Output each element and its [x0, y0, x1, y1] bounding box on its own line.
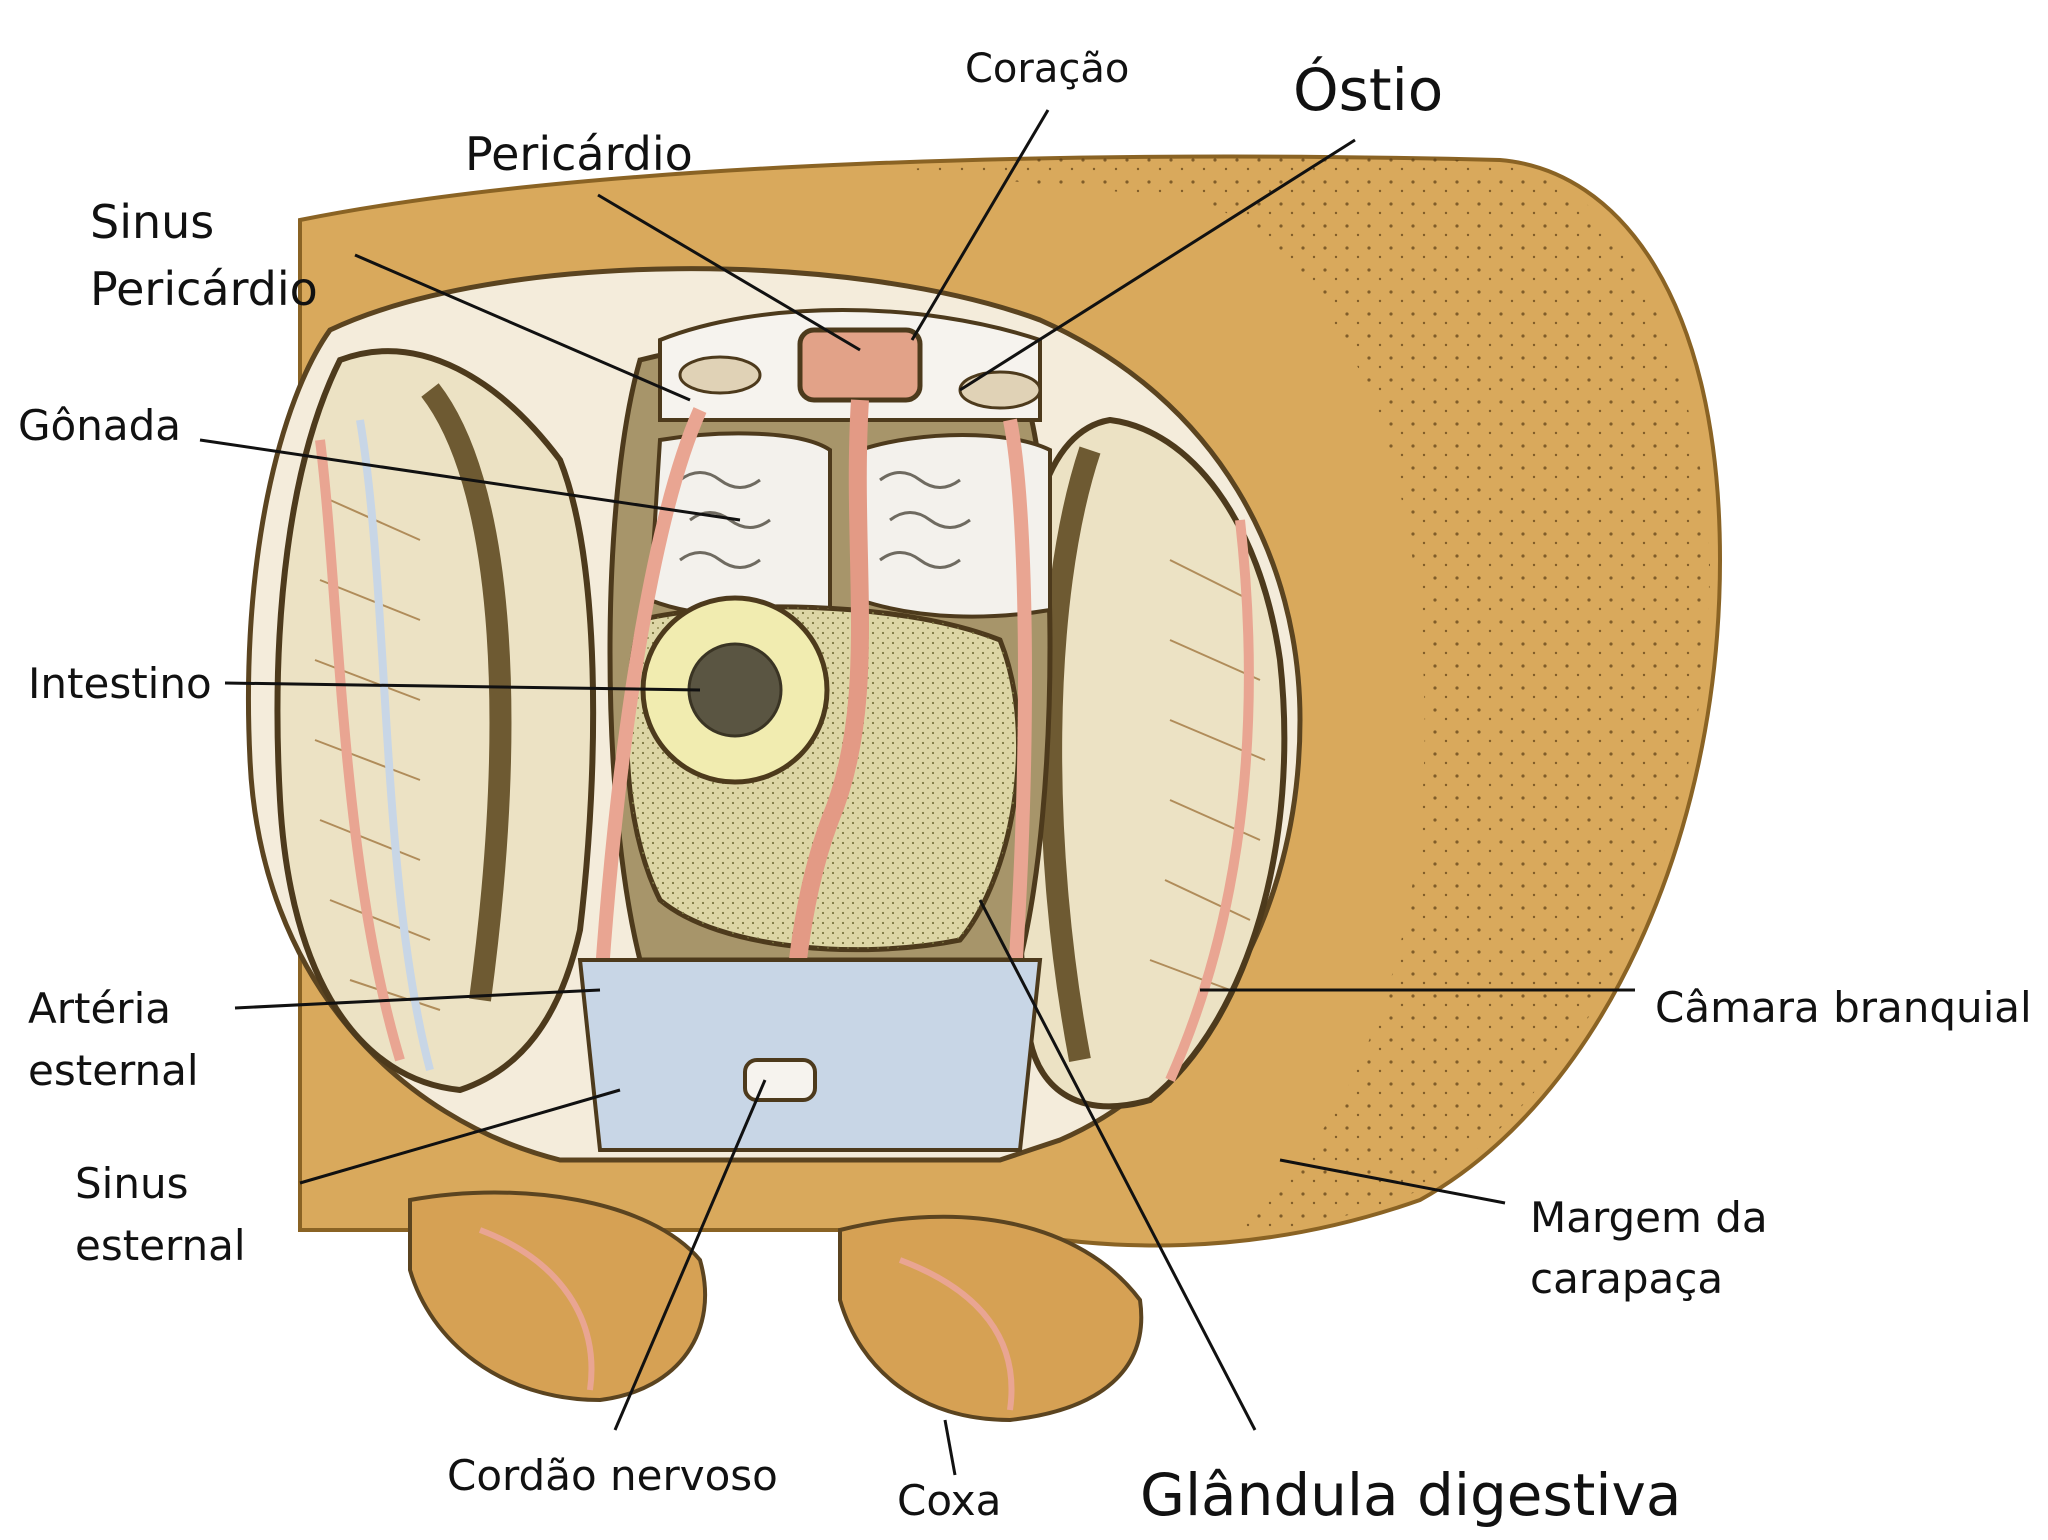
leader-gonada [199, 438, 741, 522]
coxa-left [408, 1190, 708, 1403]
label-margem-line2: carapaça [1530, 1254, 1723, 1303]
label-arteria-line1: Artéria [28, 984, 171, 1033]
label-sinus-pericardio-line1: Sinus [90, 195, 214, 249]
leader-intestino [224, 681, 701, 692]
leader-sinus-esternal [299, 1088, 621, 1185]
label-margem-line1: Margem da [1530, 1193, 1768, 1242]
label-coracao: Coração [965, 46, 1129, 92]
leader-arteria [234, 988, 601, 1010]
leader-margem [1279, 1158, 1506, 1205]
intestine [640, 595, 830, 785]
label-glandula: Glândula digestiva [1140, 1461, 1681, 1529]
ostium-right [958, 370, 1042, 410]
cross-section-face [245, 266, 1303, 1163]
label-arteria-line2: esternal [28, 1046, 199, 1095]
label-sinus-esternal-line2: esternal [75, 1221, 246, 1270]
leader-sinus-pericardio [354, 253, 691, 402]
leader-coracao [910, 109, 1050, 341]
label-coxa: Coxa [897, 1476, 1001, 1525]
leader-lines [199, 109, 1635, 1476]
label-ostio: Óstio [1293, 55, 1443, 124]
leader-ostio [959, 138, 1356, 392]
ostium-left [678, 355, 762, 395]
label-sinus-esternal-line1: Sinus [75, 1159, 188, 1208]
label-gonada: Gônada [18, 401, 181, 450]
leader-coxa [943, 1419, 957, 1476]
heart [797, 327, 923, 403]
legs [408, 1190, 1144, 1423]
label-camara: Câmara branquial [1655, 983, 2032, 1032]
leader-cordao [613, 1079, 767, 1431]
leader-glandula [978, 899, 1257, 1431]
sternal-sinus [577, 958, 1043, 1152]
label-sinus-pericardio-line2: Pericárdio [90, 262, 318, 316]
leader-pericardio [597, 193, 861, 352]
labels: Coração Óstio Pericárdio Sinus Pericárdi… [18, 46, 2032, 1529]
label-intestino: Intestino [28, 659, 212, 708]
left-gill [274, 348, 597, 1094]
label-cordao: Cordão nervoso [447, 1451, 778, 1500]
label-pericardio: Pericárdio [465, 127, 693, 181]
nerve-cord [743, 1058, 817, 1102]
